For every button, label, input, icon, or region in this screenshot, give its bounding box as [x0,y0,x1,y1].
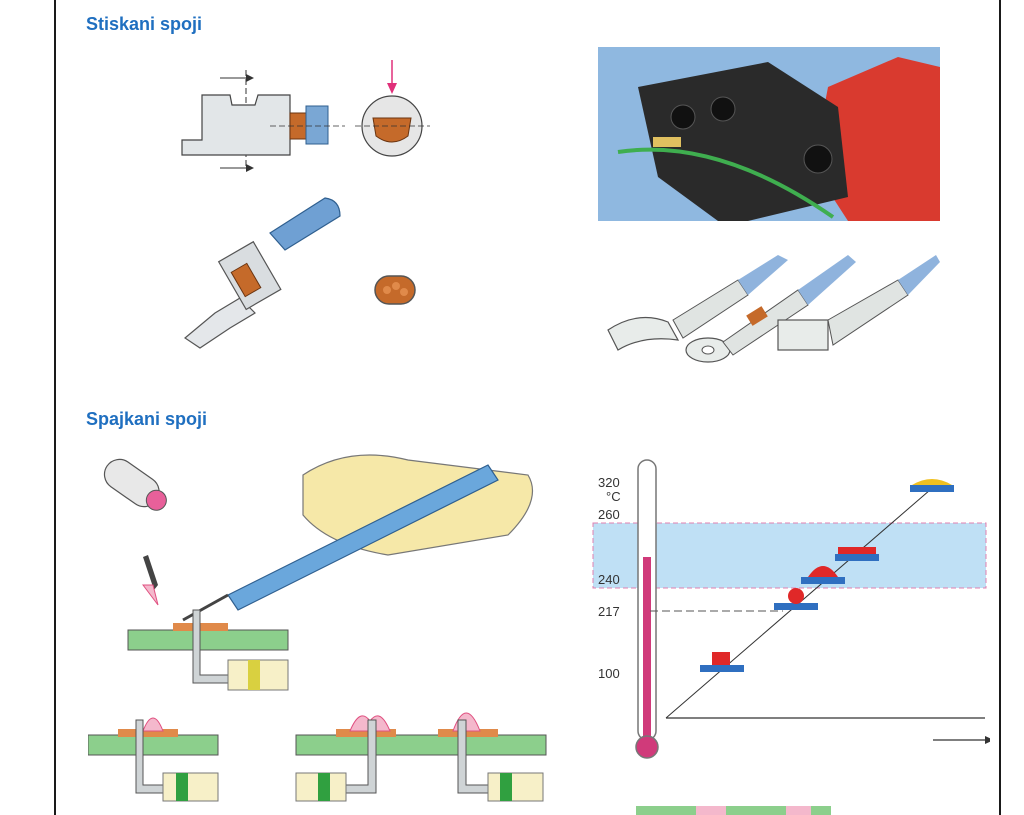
page-border-right [999,0,1001,815]
stage-100 [700,652,744,672]
thermometer-bulb [635,735,659,759]
tick-320: 320 [598,475,620,490]
section-heading-solder: Spajkani spoji [86,409,208,429]
crimp-terminal-drawing [183,197,416,349]
cropped-figure-strip [636,806,831,815]
tick-217: 217 [598,604,620,619]
crimping-pliers-image [598,47,940,221]
time-arrow-head [985,736,990,744]
tick-260: 260 [598,507,620,522]
soldering-procedure-drawing [88,454,547,802]
crimp-section-drawing [181,60,430,172]
soldering-temperature-chart: 320 °C 260 240 217 100 [592,459,990,759]
section-heading-crimp: Stiskani spoji [86,14,203,34]
thermometer-mercury [643,557,651,747]
stage-240 [801,566,845,584]
stage-217 [774,588,818,610]
y-unit-label: °C [606,489,621,504]
cable-lugs-image [607,255,940,363]
stage-260 [835,547,879,561]
reflow-zone-band [592,522,987,589]
stage-320 [910,479,954,492]
tick-100: 100 [598,666,620,681]
page-border-left [54,0,56,815]
tick-240: 240 [598,572,620,587]
